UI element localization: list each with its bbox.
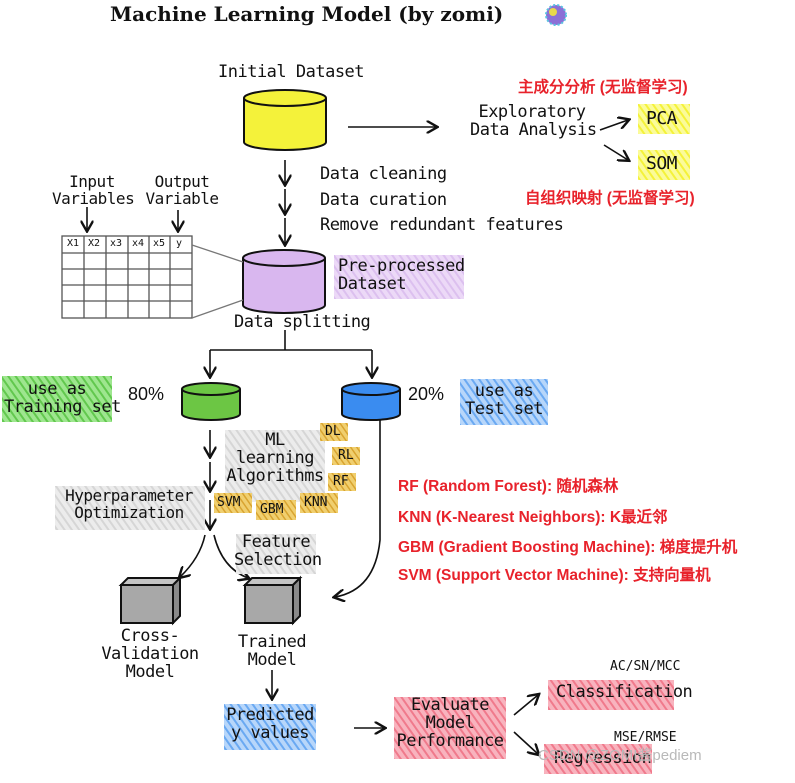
initial-dataset-cylinder <box>243 89 327 151</box>
trained-label-line1: Trained <box>237 632 307 652</box>
predicted-values-label: Predicted y values <box>224 705 316 743</box>
pca-label: PCA <box>646 108 678 129</box>
tag-gbm: GBM <box>260 502 284 517</box>
diagram-title: Machine Learning Model (by zomi) <box>110 2 504 26</box>
test-label-line2: Test set <box>465 398 543 419</box>
input-variables-label: Input Variables <box>52 172 135 208</box>
ml-label-line3: Algorithms <box>226 465 324 486</box>
test-label-line1: use as <box>474 381 534 401</box>
tag-rf: RF <box>333 474 349 489</box>
input-label-line1: Input <box>69 172 115 191</box>
trained-label-line2: Model <box>247 649 297 670</box>
trained-model-cube <box>242 575 303 626</box>
evaluate-label-line3: Performance <box>396 730 504 751</box>
classification-label: Classification <box>556 682 693 702</box>
feature-label-line2: Selection <box>234 549 322 570</box>
training-set-label: use as Training set <box>4 379 121 417</box>
tag-rl: RL <box>338 448 354 463</box>
note-knn: KNN (K-Nearest Neighbors): K最近邻 <box>398 509 668 526</box>
step-remove-redundant: Remove redundant features <box>320 215 564 235</box>
pca-note: 主成分分析 (无监督学习) <box>518 79 688 96</box>
regression-label: Regression <box>554 748 652 768</box>
output-label-line2: Variable <box>145 188 219 208</box>
tag-knn: KNN <box>304 495 328 510</box>
variables-table-grid <box>61 235 193 319</box>
tag-dl: DL <box>325 424 341 439</box>
eda-label-line2: Data Analysis <box>470 119 597 140</box>
test-set-cylinder <box>341 382 401 421</box>
preprocessed-line2: Dataset <box>338 273 407 294</box>
initial-dataset-label: Initial Dataset <box>218 62 365 82</box>
table-header-x1: X1 <box>67 238 80 249</box>
eda-label-line1: Exploratory <box>478 102 586 122</box>
output-variable-label: Output Variable <box>142 172 222 208</box>
predicted-label-line2: y values <box>231 722 309 743</box>
input-label-line2: Variables <box>52 188 135 208</box>
cv-label-line1: Cross- <box>120 626 180 646</box>
preprocessed-label: Pre-processed Dataset <box>338 256 465 294</box>
ml-label-line2: learning <box>236 447 314 468</box>
output-label-line1: Output <box>154 172 210 191</box>
note-rf: RF (Random Forest): 随机森林 <box>398 478 619 495</box>
flow-arrows <box>87 120 628 754</box>
cross-validation-model-cube <box>118 575 183 626</box>
table-header-x2: X2 <box>88 238 101 249</box>
preprocessed-dataset-cylinder <box>242 249 326 314</box>
som-label: SOM <box>646 153 678 174</box>
som-note: 自组织映射 (无监督学习) <box>525 190 695 207</box>
evaluate-label-line2: Model <box>425 712 475 733</box>
evaluate-label-line1: Evaluate <box>411 695 489 715</box>
test-set-label: use as Test set <box>462 381 546 419</box>
train-percentage: 80% <box>128 384 165 404</box>
ml-label-line1: ML <box>265 430 285 450</box>
training-set-cylinder <box>181 382 241 421</box>
feature-label-line1: Feature <box>241 532 311 552</box>
table-header-x5: x5 <box>153 238 166 249</box>
data-splitting-label: Data splitting <box>234 312 371 332</box>
table-header-x3: x3 <box>110 238 123 249</box>
hyper-label-line2: Optimization <box>74 502 184 522</box>
table-header-y: y <box>176 238 183 249</box>
eda-label: Exploratory Data Analysis <box>470 102 597 140</box>
note-svm: SVM (Support Vector Machine): 支持向量机 <box>398 567 711 584</box>
tag-svm: SVM <box>217 495 241 510</box>
watermark: CSDN @ZOMI酱pediem <box>538 747 702 764</box>
training-label-line1: use as <box>27 379 87 399</box>
cv-label-line3: Model <box>125 661 175 682</box>
evaluate-performance-label: Evaluate Model Performance <box>392 695 508 751</box>
training-label-line2: Training set <box>4 396 121 417</box>
globe-icon <box>545 4 567 26</box>
step-data-curation: Data curation <box>320 190 447 210</box>
ml-algorithms-label: ML learning Algorithms <box>226 430 324 486</box>
hyper-label-line1: Hyperparameter <box>65 486 193 505</box>
cross-validation-model-label: Cross- Validation Model <box>100 626 200 682</box>
test-percentage: 20% <box>408 384 445 404</box>
step-data-cleaning: Data cleaning <box>320 164 447 184</box>
preprocessed-line1: Pre-processed <box>338 256 465 276</box>
table-header-x4: x4 <box>132 238 145 249</box>
note-gbm: GBM (Gradient Boosting Machine): 梯度提升机 <box>398 539 738 556</box>
classification-metrics: AC/SN/MCC <box>610 659 681 674</box>
table-connector-lines <box>191 244 244 319</box>
cv-label-line2: Validation <box>101 643 199 664</box>
hyperparameter-optimization-label: Hyperparameter Optimization <box>52 486 206 522</box>
predicted-label-line1: Predicted <box>226 705 314 725</box>
trained-model-label: Trained Model <box>228 632 316 670</box>
feature-selection-label: Feature Selection <box>234 532 322 570</box>
regression-metrics: MSE/RMSE <box>614 730 677 745</box>
